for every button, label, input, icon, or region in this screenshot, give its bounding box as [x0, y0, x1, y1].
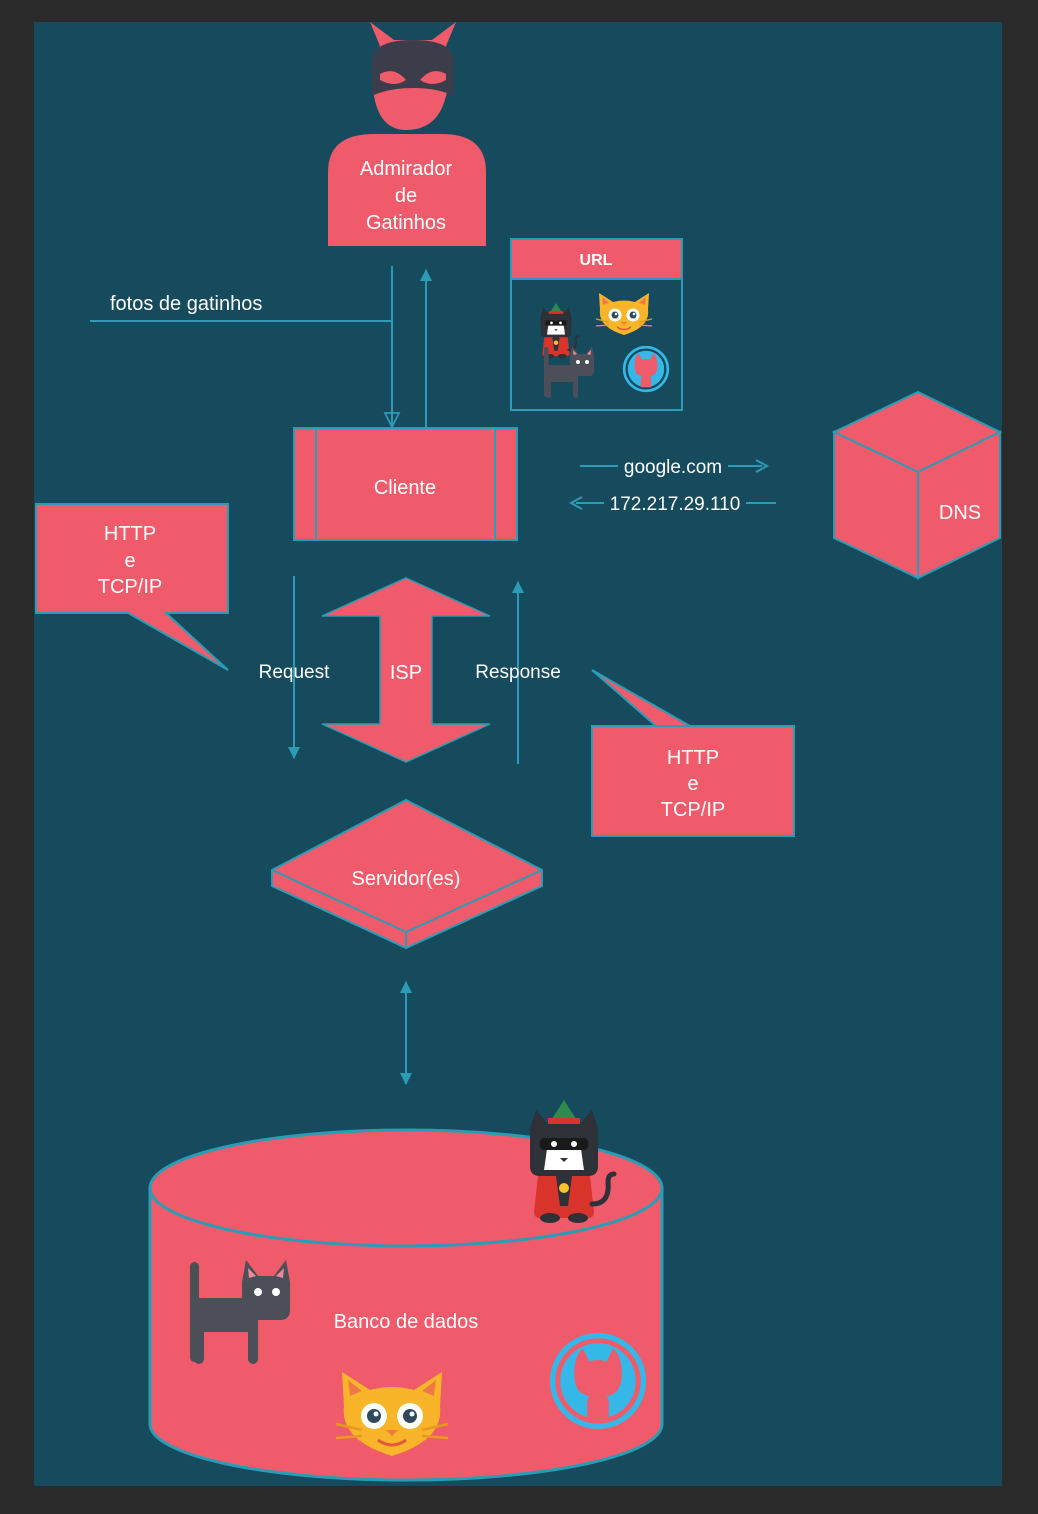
dns-label: DNS: [939, 502, 981, 524]
architecture-diagram: Admirador de Gatinhos fotos de gatinhos …: [35, 22, 1002, 1482]
user-label-line3: Gatinhos: [366, 212, 446, 234]
server-label: Servidor(es): [352, 868, 461, 890]
user-figure: Admirador de Gatinhos: [328, 22, 486, 246]
isp-label: ISP: [390, 662, 422, 684]
user-label-line1: Admirador: [360, 158, 453, 180]
request-label: Request: [259, 662, 330, 683]
orange-cat-icon: [595, 292, 653, 336]
photos-label: fotos de gatinhos: [110, 293, 262, 315]
protocol-callout-right: HTTP e TCP/IP: [591, 669, 795, 837]
isp-exchange: Request ISP Response: [259, 576, 561, 764]
client-node: Cliente: [293, 427, 518, 541]
url-label: URL: [580, 252, 613, 269]
response-label: Response: [475, 662, 561, 683]
protocol-left-line1: HTTP: [104, 523, 156, 545]
protocol-callout-left: HTTP e TCP/IP: [35, 503, 229, 671]
dns-lookup: google.com 172.217.29.110: [576, 457, 776, 515]
user-label-line2: de: [395, 185, 417, 207]
server-node: Servidor(es): [271, 798, 543, 950]
client-label: Cliente: [374, 477, 436, 499]
dns-node: DNS: [831, 390, 1002, 580]
protocol-right-line3: TCP/IP: [661, 799, 725, 821]
database-label: Banco de dados: [334, 1311, 479, 1333]
protocol-left-line2: e: [124, 550, 135, 572]
user-client-connectors: fotos de gatinhos: [90, 266, 432, 430]
diagram-canvas: Admirador de Gatinhos fotos de gatinhos …: [34, 22, 1002, 1486]
protocol-right-line1: HTTP: [667, 747, 719, 769]
database-node: Banco de dados: [148, 1100, 664, 1482]
github-icon: [622, 345, 670, 393]
protocol-left-line3: TCP/IP: [98, 576, 162, 598]
github-icon: [553, 1336, 644, 1427]
dns-response-label: 172.217.29.110: [610, 494, 741, 515]
protocol-right-line2: e: [687, 773, 698, 795]
url-panel: URL: [510, 238, 683, 411]
dns-request-label: google.com: [624, 457, 722, 478]
